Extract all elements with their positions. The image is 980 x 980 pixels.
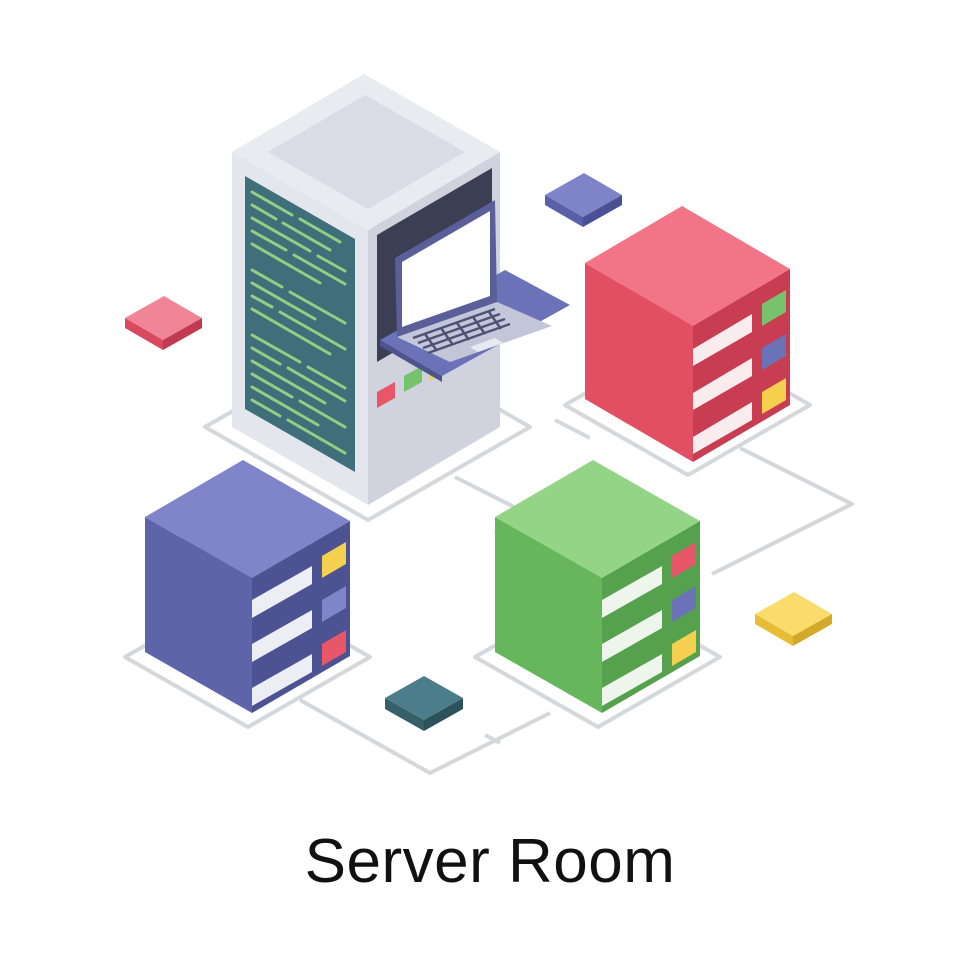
caption-title: Server Room [304, 827, 676, 896]
server-stack-icon [495, 460, 700, 713]
network-tile-icon [755, 592, 832, 646]
status-face-icon [762, 290, 786, 414]
network-tile-icon [385, 676, 463, 731]
status-face-icon [672, 542, 696, 666]
laptop-icon [380, 200, 570, 382]
status-face-icon [322, 542, 346, 666]
network-tile-icon [125, 296, 202, 350]
network-tile-icon [545, 173, 622, 227]
server-stack-icon [585, 206, 790, 462]
server-stack-icon [145, 460, 350, 713]
